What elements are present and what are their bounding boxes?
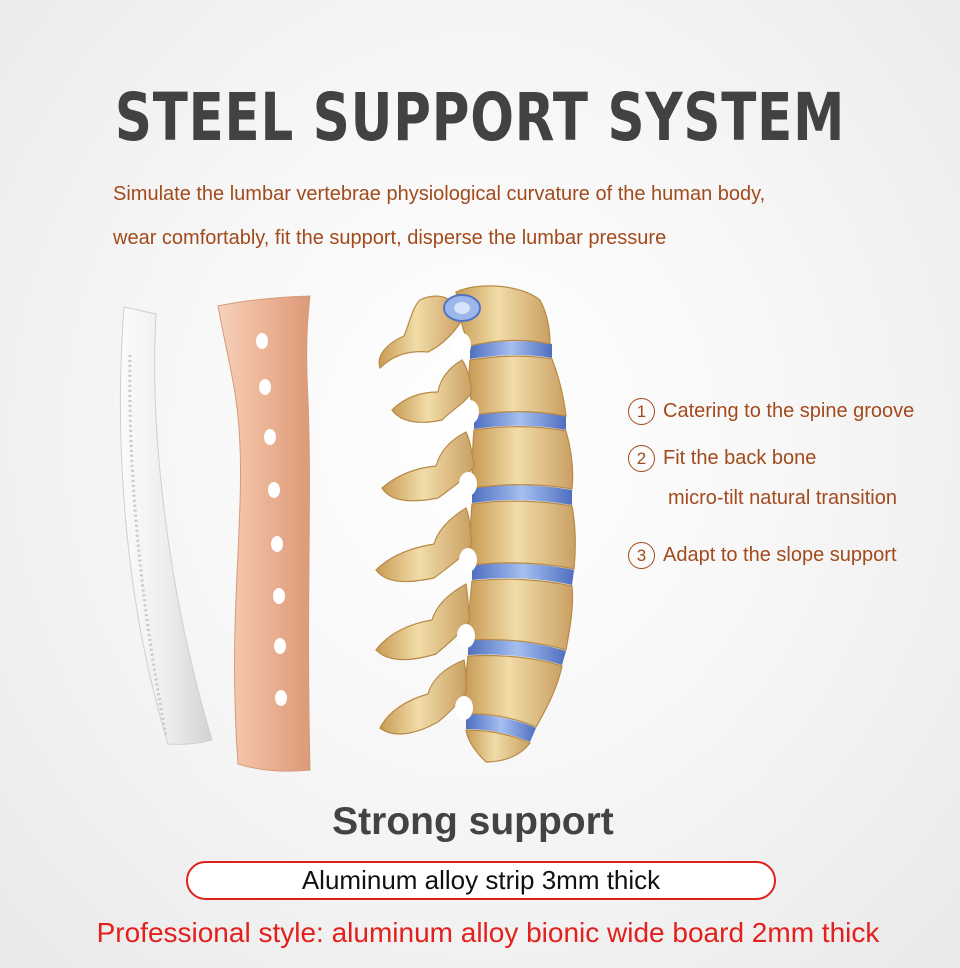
circled-number-3: 3: [628, 542, 655, 569]
feature-1: 1 Catering to the spine groove: [628, 398, 914, 425]
page-title: STEEL SUPPORT SYSTEM: [114, 79, 846, 156]
board-spec-text: Professional style: aluminum alloy bioni…: [96, 917, 880, 948]
feature-1-text: Catering to the spine groove: [663, 400, 915, 422]
feature-2: 2 Fit the back bone: [628, 445, 816, 472]
bionic-board-image: [217, 295, 311, 772]
strong-support-heading: Strong support: [332, 800, 614, 843]
strip-spec-badge: Aluminum alloy strip 3mm thick: [186, 861, 776, 900]
vertebral-bodies: [455, 285, 576, 763]
board-holes: [256, 333, 287, 706]
disc-nucleus: [454, 302, 470, 314]
subtitle-line-1: Simulate the lumbar vertebrae physiologi…: [113, 183, 766, 205]
circled-number-2: 2: [628, 445, 655, 472]
spine-discs: [466, 341, 574, 742]
spinal-foramina: [453, 333, 479, 720]
circled-number-1: 1: [628, 398, 655, 425]
spinous-processes: [375, 295, 475, 735]
feature-2-text: Fit the back bone: [663, 447, 817, 469]
lumbar-spine-image: [375, 285, 576, 763]
subtitle-line-2: wear comfortably, fit the support, dispe…: [113, 227, 667, 249]
aluminum-strip-image: [119, 306, 213, 745]
feature-3: 3 Adapt to the slope support: [628, 542, 897, 569]
feature-2-line-2: micro-tilt natural transition: [668, 487, 897, 509]
feature-3-text: Adapt to the slope support: [663, 544, 897, 566]
